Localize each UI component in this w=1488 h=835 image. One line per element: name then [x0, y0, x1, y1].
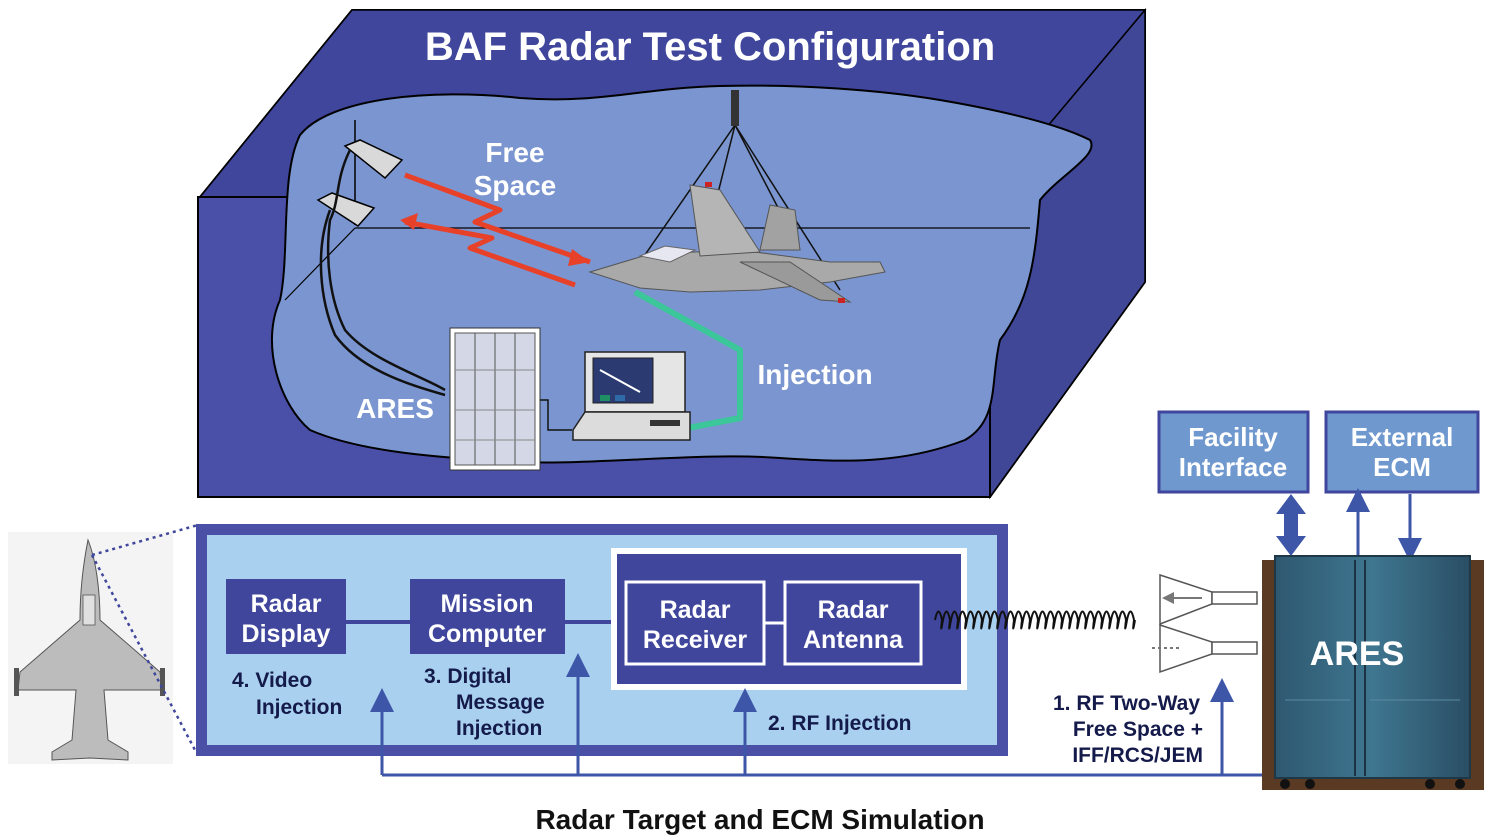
radar-receiver-line1: Radar — [660, 596, 731, 624]
external-ecm-line2: ECM — [1373, 452, 1431, 482]
free-space-label-line1: Free — [485, 137, 544, 168]
free-space-beams — [400, 172, 591, 288]
external-ecm-box: External ECM — [1324, 410, 1480, 494]
video-injection-line1: 4. Video — [232, 669, 312, 692]
radar-antenna-line1: Radar — [818, 596, 889, 624]
radar-display-line2: Display — [242, 620, 331, 648]
digital-injection-line1: 3. Digital — [424, 665, 512, 688]
facility-interface-line1: Facility — [1188, 422, 1278, 452]
rf-two-way-line3: IFF/RCS/JEM — [1072, 744, 1203, 767]
workstation-icon — [572, 351, 691, 441]
facility-interface-line2: Interface — [1179, 452, 1287, 482]
zoom-line-top — [91, 523, 199, 557]
mission-computer-line1: Mission — [440, 590, 533, 618]
injection-label: Injection — [757, 359, 872, 390]
digital-injection-line2: Message — [456, 691, 545, 714]
video-injection-line2: Injection — [256, 696, 342, 719]
mission-computer-box: Mission Computer — [410, 579, 565, 654]
rf-two-way-line2: Free Space + — [1073, 718, 1203, 741]
injection-link — [633, 289, 743, 431]
facility-ares-double-arrow — [1276, 494, 1306, 556]
external-horn-antennas-icon — [1152, 573, 1258, 674]
aircraft-planform-icon — [8, 532, 173, 764]
rf-wave — [934, 610, 1136, 630]
free-space-label-line2: Space — [474, 170, 557, 201]
radar-display-line1: Radar — [251, 590, 322, 618]
injection-bus — [370, 653, 1262, 777]
ares-rack-icon — [449, 327, 541, 471]
external-ecm-line1: External — [1351, 422, 1454, 452]
radar-receiver-line2: Receiver — [643, 626, 748, 654]
diagram-caption: Radar Target and ECM Simulation — [535, 804, 984, 835]
diagram-title: BAF Radar Test Configuration — [425, 25, 995, 69]
digital-injection-line3: Injection — [456, 717, 542, 740]
facility-interface-box: Facility Interface — [1157, 410, 1310, 494]
radar-display-box: Radar Display — [226, 579, 346, 654]
mission-computer-line2: Computer — [428, 620, 546, 648]
rf-two-way-line1: 1. RF Two-Way — [1053, 692, 1200, 715]
zoom-line-bottom — [90, 554, 197, 751]
rf-injection-label: 2. RF Injection — [768, 712, 912, 735]
ares-cabinet: ARES — [1262, 555, 1484, 790]
room-horn-antennas-icon — [316, 139, 446, 397]
ares-cabinet-label: ARES — [1310, 635, 1404, 673]
radar-rf-group: Radar Receiver Radar Antenna — [611, 548, 967, 690]
ares-room-label: ARES — [356, 393, 434, 424]
fighter-jet-icon — [588, 90, 886, 303]
radar-antenna-line2: Antenna — [803, 626, 904, 654]
